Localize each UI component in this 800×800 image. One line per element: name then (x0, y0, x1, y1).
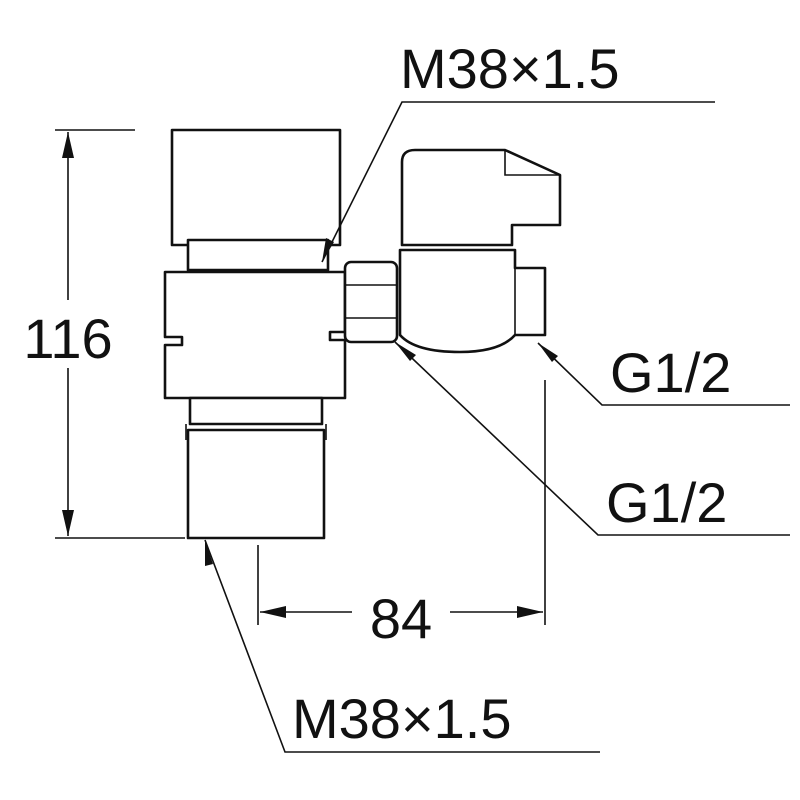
leader-top-thread (321, 101, 715, 263)
height-arrow-top (62, 132, 74, 158)
height-label-bg (2, 300, 134, 368)
callout-outlet-lower: G1/2 (394, 341, 790, 536)
neck (186, 238, 330, 272)
center-body (163, 270, 347, 400)
leader-top-arrow (322, 238, 334, 262)
leader-bottom-arrow (205, 540, 213, 566)
height-dimension: 116 (2, 129, 185, 539)
lower-collar (188, 396, 324, 426)
top-cap (170, 128, 342, 247)
height-label: 116 (23, 307, 112, 370)
main-fitting (163, 128, 347, 540)
width-arrow-left (260, 606, 286, 618)
valve-head (400, 148, 562, 247)
label-outlet-upper: G1/2 (610, 341, 731, 404)
side-branch (343, 148, 562, 354)
width-dimension: 84 (257, 380, 546, 650)
leader-outlet-upper (537, 342, 790, 406)
label-top-thread: M38×1.5 (400, 37, 620, 100)
valve-head-edge (504, 150, 560, 176)
hex-nut-flats (345, 284, 397, 319)
label-outlet-lower: G1/2 (606, 471, 727, 534)
leader-outlet-lower-arrow (395, 342, 416, 361)
callout-outlet-upper: G1/2 (537, 341, 790, 406)
collar-ticks (185, 424, 327, 440)
valve-body (398, 248, 547, 354)
callout-top-thread: M38×1.5 (321, 37, 715, 263)
width-label: 84 (370, 587, 432, 650)
label-bottom-thread: M38×1.5 (292, 687, 512, 750)
leader-outlet-upper-arrow (538, 343, 558, 362)
width-label-bg (352, 584, 450, 644)
lower-spigot (186, 428, 326, 540)
leader-outlet-lower (394, 341, 790, 536)
callout-bottom-thread: M38×1.5 (204, 539, 600, 753)
height-arrow-bottom (62, 510, 74, 536)
width-arrow-right (517, 606, 543, 618)
leader-bottom-thread (204, 539, 600, 753)
hex-nut (343, 260, 399, 344)
